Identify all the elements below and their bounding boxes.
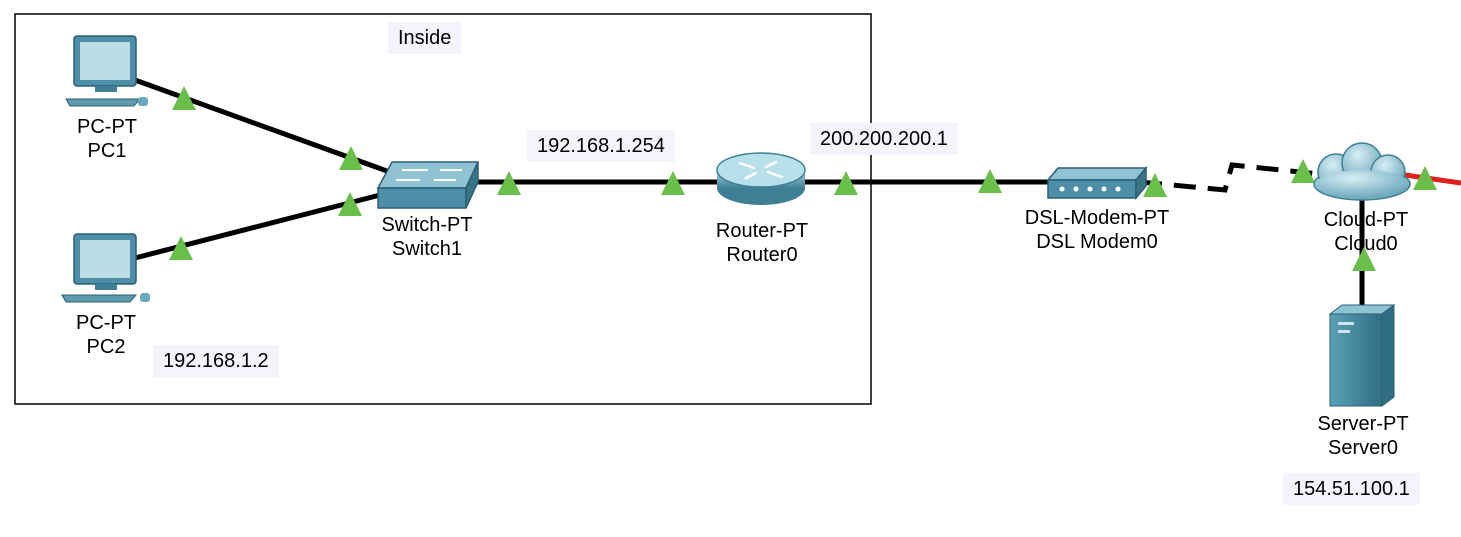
server-ip-note: 154.51.100.1 [1283,473,1420,505]
server0-label: Server-PT Server0 [1317,412,1408,460]
pc2-device-icon[interactable] [61,233,150,303]
pc2-label: PC-PT PC2 [76,311,136,359]
switch1-name: Switch1 [391,238,463,260]
router0-label: Router-PT Router0 [716,219,808,267]
inside-cluster-boundary [14,13,872,405]
router-outside-ip-note: 200.200.200.1 [810,123,958,155]
link-pc2-switch1[interactable] [134,192,381,261]
link-modem0-cloud0[interactable] [1139,162,1321,193]
link-status-up-icon [834,171,858,195]
pc1-label: PC-PT PC1 [77,115,137,163]
router0-device-icon[interactable] [716,152,806,205]
cloud0-label: Cloud-PT Cloud0 [1324,208,1408,256]
cloud0-name: Cloud0 [1334,233,1398,255]
pc1-name: PC1 [87,140,127,162]
link-status-up-icon [497,171,521,195]
link-status-up-icon [1352,247,1376,271]
pc2-name: PC2 [86,336,126,358]
server0-device-icon[interactable] [1328,304,1396,407]
link-status-up-icon [661,171,685,195]
cloud0-model: Cloud-PT [1323,209,1409,231]
server0-model: Server-PT [1317,413,1409,435]
modem0-label: DSL-Modem-PT DSL Modem0 [1025,206,1169,254]
router0-model: Router-PT [715,220,809,242]
pc1-model: PC-PT [77,116,137,138]
modem0-model: DSL-Modem-PT [1024,207,1170,229]
cloud0-device-icon[interactable] [1313,142,1411,201]
server0-name: Server0 [1327,437,1399,459]
pc2-ip-note: 192.168.1.2 [153,345,279,377]
link-pc1-switch1[interactable] [134,77,399,178]
link-status-up-icon [1413,166,1437,190]
modem0-device-icon[interactable] [1046,165,1148,201]
link-status-up-icon [172,86,196,110]
router0-name: Router0 [726,244,798,266]
link-status-up-icon [339,146,363,170]
switch1-label: Switch-PT Switch1 [381,213,472,261]
link-status-up-icon [338,192,362,216]
inside-cluster-label: Inside [388,22,462,54]
cloud-uplink-link[interactable] [1404,172,1461,186]
link-status-indicators [169,86,1437,271]
link-status-up-icon [169,236,193,260]
switch1-device-icon[interactable] [376,161,480,209]
switch1-model: Switch-PT [381,214,473,236]
link-status-up-icon [1143,173,1167,197]
pc2-model: PC-PT [76,312,136,334]
modem0-name: DSL Modem0 [1036,231,1158,253]
link-status-up-icon [1291,159,1315,183]
pc1-device-icon[interactable] [65,35,148,107]
router-inside-ip-note: 192.168.1.254 [527,130,675,162]
link-status-up-icon [978,169,1002,193]
